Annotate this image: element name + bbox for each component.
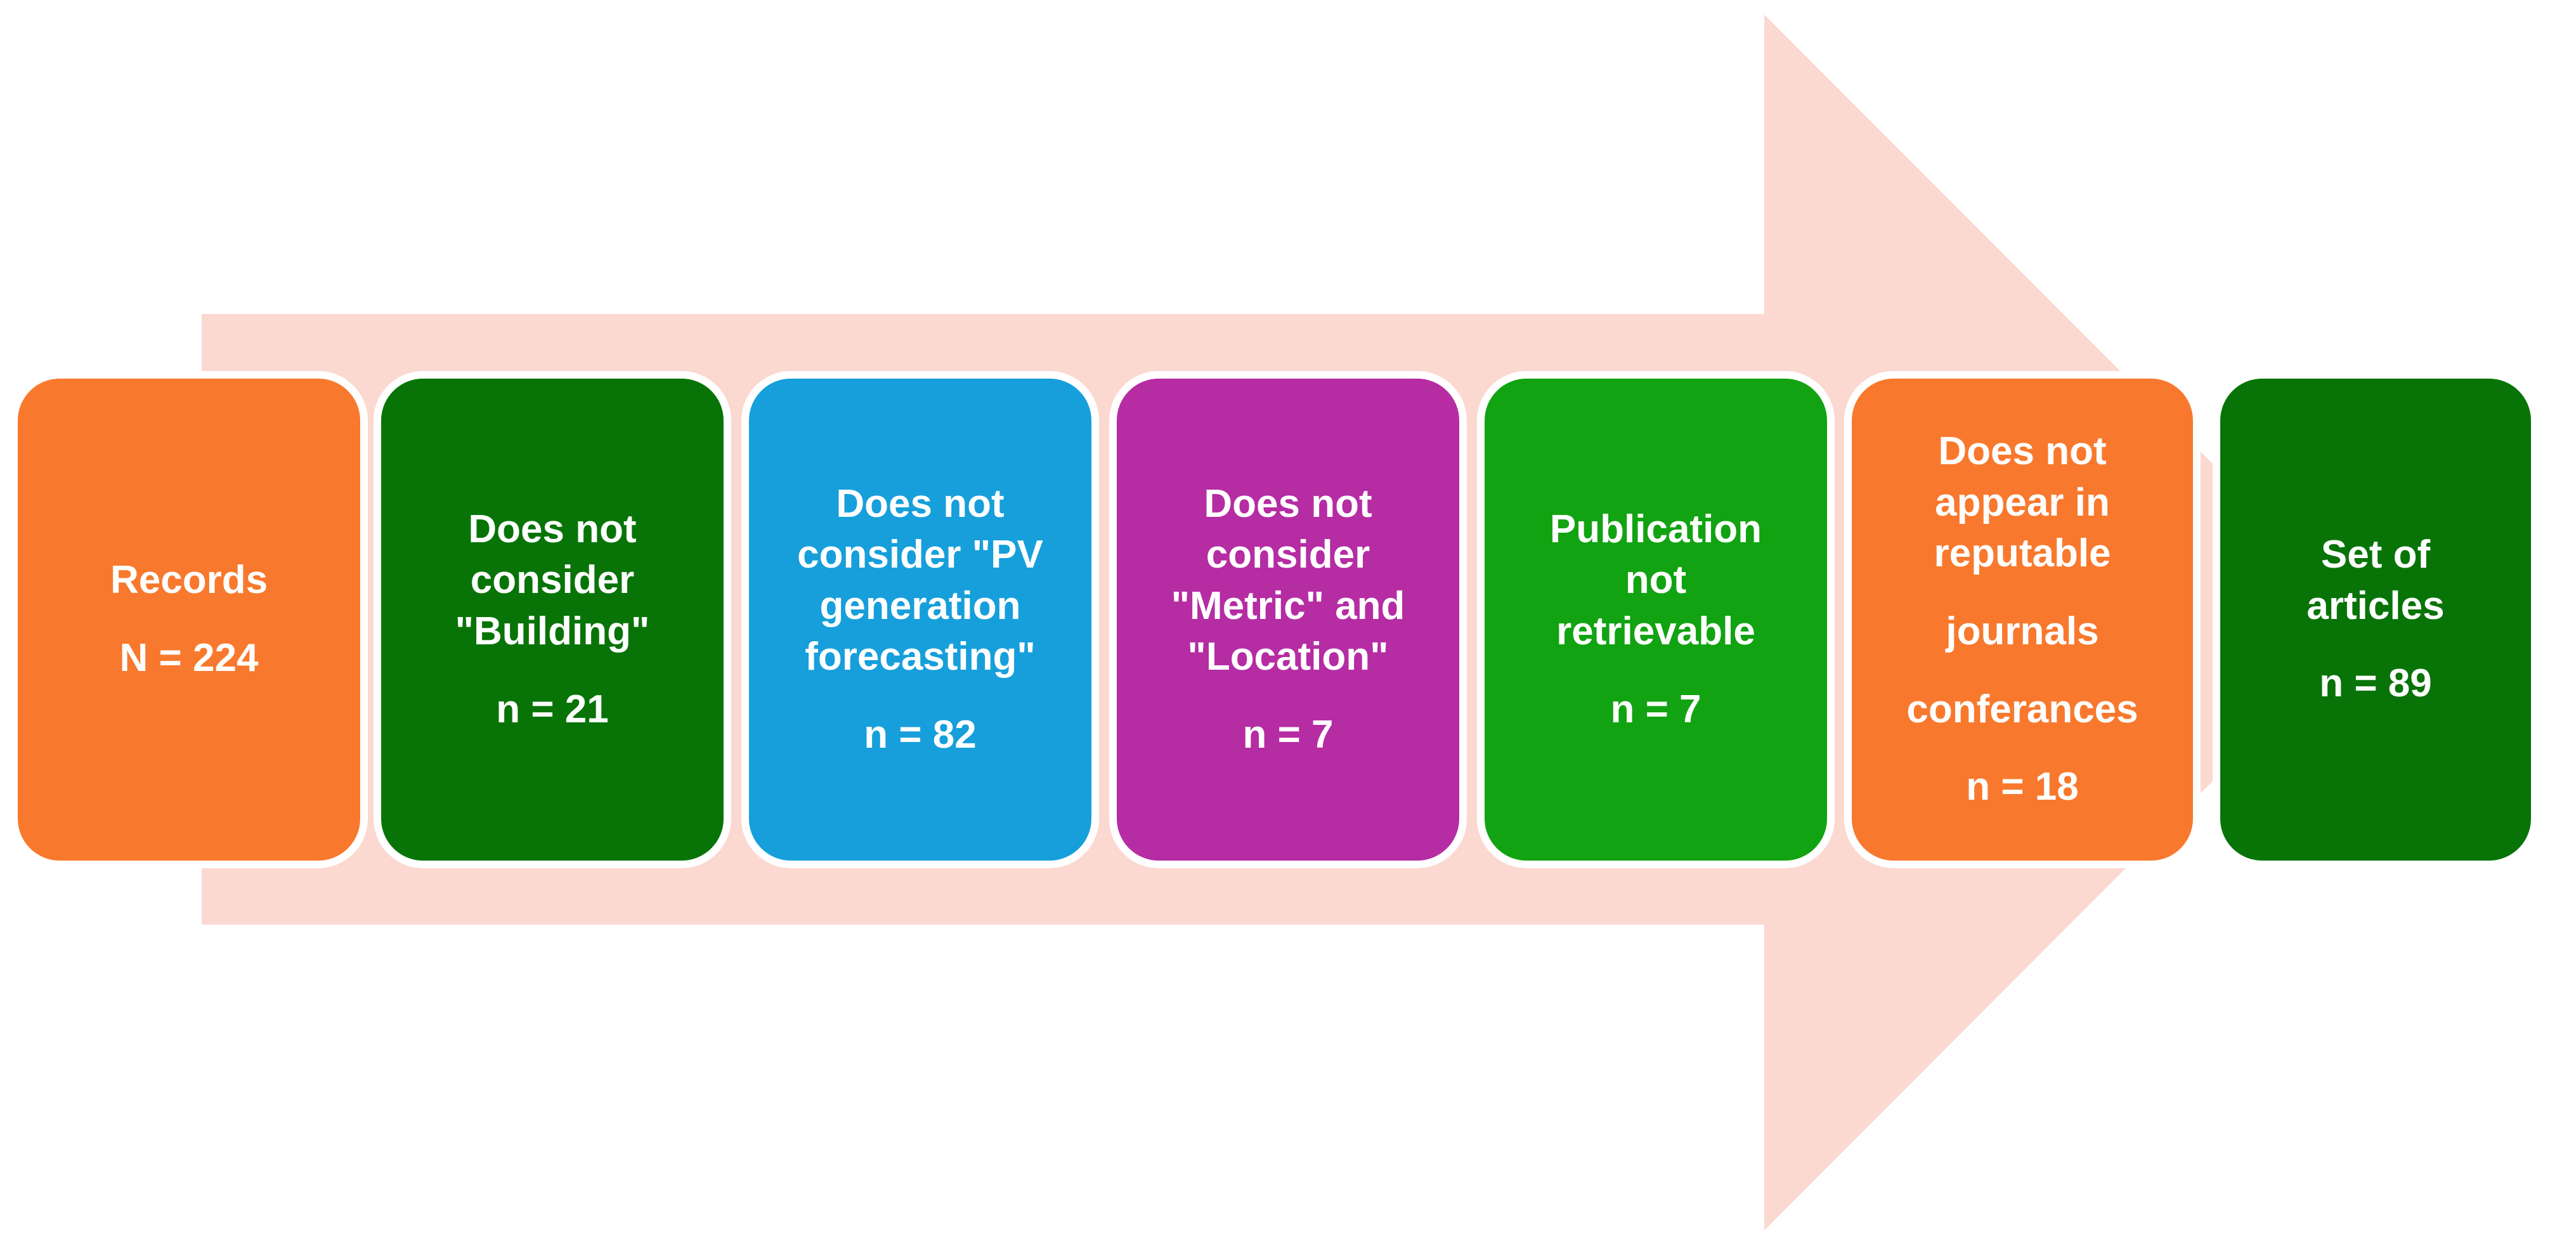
- box-label: conferances: [1906, 687, 2138, 731]
- flow-box-does-not-consider-pv-generation-forecasting: Does not consider "PV generation forecas…: [741, 371, 1099, 868]
- flow-box-records: Records N = 224: [10, 371, 368, 868]
- box-label: Does not appear in reputable: [1934, 429, 2111, 576]
- box-label: journals: [1946, 609, 2099, 653]
- box-label: Set of articles: [2306, 533, 2445, 628]
- box-count: n = 7: [1242, 712, 1334, 757]
- box-label: Does not consider "PV generation forecas…: [797, 481, 1043, 679]
- box-count: n = 21: [496, 687, 609, 731]
- box-label: Does not consider "Metric" and "Location…: [1171, 481, 1405, 679]
- flow-box-publication-not-retrievable: Publication not retrievable n = 7: [1477, 371, 1835, 868]
- box-count: n = 7: [1610, 687, 1701, 731]
- box-count: N = 224: [119, 636, 259, 680]
- box-label: Publication not retrievable: [1549, 507, 1762, 653]
- box-label: Records: [110, 558, 268, 602]
- box-count: n = 82: [864, 712, 977, 757]
- box-count: n = 89: [2319, 661, 2432, 706]
- flow-box-set-of-articles: Set of articles n = 89: [2213, 371, 2539, 868]
- flow-box-does-not-consider-metric-and-location: Does not consider "Metric" and "Location…: [1109, 371, 1467, 868]
- box-count: n = 18: [1966, 765, 2079, 809]
- flow-box-does-not-consider-building: Does not consider "Building" n = 21: [374, 371, 731, 868]
- flow-box-does-not-appear-in-reputable-journals-conferances: Does not appear in reputable journals co…: [1844, 371, 2201, 868]
- box-label: Does not consider "Building": [455, 507, 650, 653]
